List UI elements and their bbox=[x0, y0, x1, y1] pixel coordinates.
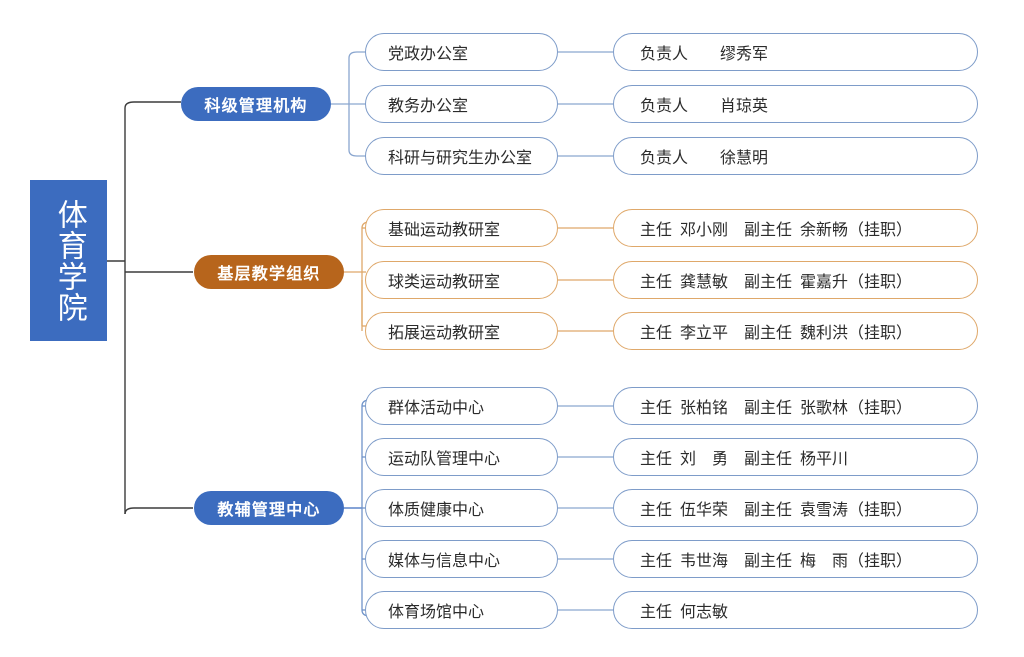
unit-box-academic-affairs-office[interactable]: 教务办公室 bbox=[365, 85, 558, 123]
staff-text: 主任 韦世海 副主任 梅 雨（挂职） bbox=[640, 553, 913, 570]
staff-text: 主任 何志敏 bbox=[640, 604, 729, 621]
unit-box-research-graduate-office[interactable]: 科研与研究生办公室 bbox=[365, 137, 558, 175]
unit-name: 体质健康中心 bbox=[388, 502, 485, 519]
staff-box-media-information-center[interactable]: 主任 韦世海 副主任 梅 雨（挂职） bbox=[613, 540, 978, 578]
staff-box-outdoor-sports-teaching-office[interactable]: 主任 李立平 副主任 魏利洪（挂职） bbox=[613, 312, 978, 350]
unit-name: 拓展运动教研室 bbox=[388, 325, 501, 342]
staff-text: 主任 邓小刚 副主任 余新畅（挂职） bbox=[640, 222, 913, 239]
unit-box-outdoor-sports-teaching-office[interactable]: 拓展运动教研室 bbox=[365, 312, 558, 350]
branch-label-teaching[interactable]: 基层教学组织 bbox=[194, 255, 344, 289]
staff-box-sports-venue-center[interactable]: 主任 何志敏 bbox=[613, 591, 978, 629]
unit-name: 媒体与信息中心 bbox=[388, 553, 501, 570]
staff-box-mass-activity-center[interactable]: 主任 张柏铭 副主任 张歌林（挂职） bbox=[613, 387, 978, 425]
staff-text: 主任 龚慧敏 副主任 霍嘉升（挂职） bbox=[640, 274, 913, 291]
unit-name: 体育场馆中心 bbox=[388, 604, 485, 621]
unit-box-sports-team-management-center[interactable]: 运动队管理中心 bbox=[365, 438, 558, 476]
staff-text: 主任 伍华荣 副主任 袁雪涛（挂职） bbox=[640, 502, 913, 519]
unit-name: 运动队管理中心 bbox=[388, 451, 501, 468]
staff-text: 负责人 肖琼英 bbox=[640, 98, 769, 115]
staff-box-academic-affairs-office[interactable]: 负责人 肖琼英 bbox=[613, 85, 978, 123]
branch-label-text: 科级管理机构 bbox=[204, 98, 308, 115]
branch-label-text: 基层教学组织 bbox=[217, 266, 321, 283]
staff-box-party-admin-office[interactable]: 负责人 缪秀军 bbox=[613, 33, 978, 71]
staff-text: 主任 张柏铭 副主任 张歌林（挂职） bbox=[640, 400, 913, 417]
unit-box-mass-activity-center[interactable]: 群体活动中心 bbox=[365, 387, 558, 425]
staff-box-sports-team-management-center[interactable]: 主任 刘 勇 副主任 杨平川 bbox=[613, 438, 978, 476]
unit-box-sports-venue-center[interactable]: 体育场馆中心 bbox=[365, 591, 558, 629]
staff-box-research-graduate-office[interactable]: 负责人 徐慧明 bbox=[613, 137, 978, 175]
branch-label-administrative[interactable]: 科级管理机构 bbox=[181, 87, 331, 121]
staff-text: 负责人 徐慧明 bbox=[640, 150, 769, 167]
unit-box-ball-sports-teaching-office[interactable]: 球类运动教研室 bbox=[365, 261, 558, 299]
unit-name: 基础运动教研室 bbox=[388, 222, 501, 239]
staff-text: 主任 李立平 副主任 魏利洪（挂职） bbox=[640, 325, 913, 342]
root-node[interactable]: 体育学院 bbox=[30, 180, 107, 341]
unit-name: 球类运动教研室 bbox=[388, 274, 501, 291]
unit-name: 群体活动中心 bbox=[388, 400, 485, 417]
staff-text: 负责人 缪秀军 bbox=[640, 46, 769, 63]
unit-name: 党政办公室 bbox=[388, 46, 469, 63]
unit-name: 教务办公室 bbox=[388, 98, 469, 115]
staff-box-basic-sports-teaching-office[interactable]: 主任 邓小刚 副主任 余新畅（挂职） bbox=[613, 209, 978, 247]
unit-box-party-admin-office[interactable]: 党政办公室 bbox=[365, 33, 558, 71]
branch-label-text: 教辅管理中心 bbox=[217, 502, 321, 519]
staff-box-physical-health-center[interactable]: 主任 伍华荣 副主任 袁雪涛（挂职） bbox=[613, 489, 978, 527]
staff-text: 主任 刘 勇 副主任 杨平川 bbox=[640, 451, 849, 468]
unit-box-basic-sports-teaching-office[interactable]: 基础运动教研室 bbox=[365, 209, 558, 247]
branch-label-support[interactable]: 教辅管理中心 bbox=[194, 491, 344, 525]
root-node-label: 体育学院 bbox=[52, 198, 86, 323]
staff-box-ball-sports-teaching-office[interactable]: 主任 龚慧敏 副主任 霍嘉升（挂职） bbox=[613, 261, 978, 299]
unit-box-physical-health-center[interactable]: 体质健康中心 bbox=[365, 489, 558, 527]
unit-box-media-information-center[interactable]: 媒体与信息中心 bbox=[365, 540, 558, 578]
unit-name: 科研与研究生办公室 bbox=[388, 150, 533, 167]
